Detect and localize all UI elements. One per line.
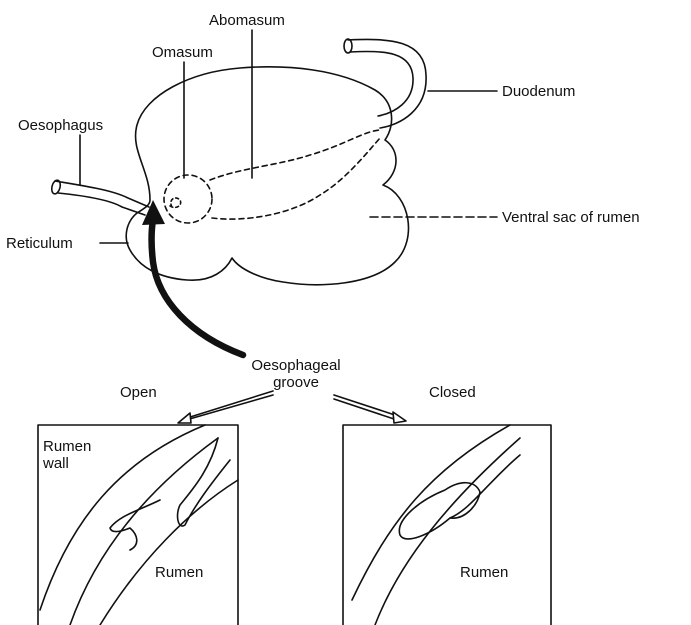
- open-pointer: [186, 391, 273, 420]
- oesophagus-tube-lower: [58, 193, 145, 215]
- closed-groove: [399, 483, 480, 539]
- duodenum-label: Duodenum: [502, 83, 575, 100]
- omasum-label: Omasum: [152, 44, 213, 61]
- open-wall-diag: [100, 480, 238, 625]
- open-wall-inner: [70, 438, 218, 625]
- closed-arrowhead: [393, 412, 406, 423]
- closed-pointer: [334, 395, 398, 420]
- rumen-wall-label: Rumen wall: [43, 438, 91, 472]
- closed-wall-inner: [375, 438, 520, 625]
- rumen-right-label: Rumen: [460, 564, 508, 581]
- rumen-wall-line2: wall: [43, 455, 91, 472]
- omasum-curl: [170, 198, 181, 207]
- rumen-left-label: Rumen: [155, 564, 203, 581]
- abomasum-label: Abomasum: [209, 12, 285, 29]
- abomasum-dashed: [210, 130, 382, 219]
- groove-arrow-shaft: [152, 220, 244, 355]
- oesophageal-groove-label: Oesophageal groove: [244, 357, 348, 391]
- duodenum-tube-inner: [350, 51, 413, 116]
- oesophagus-label: Oesophagus: [18, 117, 103, 134]
- closed-label: Closed: [429, 384, 476, 401]
- open-label: Open: [120, 384, 157, 401]
- ventral-sac-label: Ventral sac of rumen: [502, 209, 640, 226]
- groove-arrow-head: [142, 200, 165, 225]
- reticulum-label: Reticulum: [6, 235, 73, 252]
- duodenum-opening: [344, 39, 352, 53]
- open-groove-fold: [178, 438, 230, 526]
- open-arrowhead: [178, 413, 191, 423]
- omasum-dashed: [164, 175, 212, 223]
- closed-groove-inner: [450, 455, 520, 518]
- rumen-wall-line1: Rumen: [43, 438, 91, 455]
- stomach-outline: [126, 67, 408, 285]
- oesophageal-groove-line1: Oesophageal: [244, 357, 348, 374]
- open-groove-lip: [110, 500, 160, 550]
- oesophageal-groove-line2: groove: [244, 374, 348, 391]
